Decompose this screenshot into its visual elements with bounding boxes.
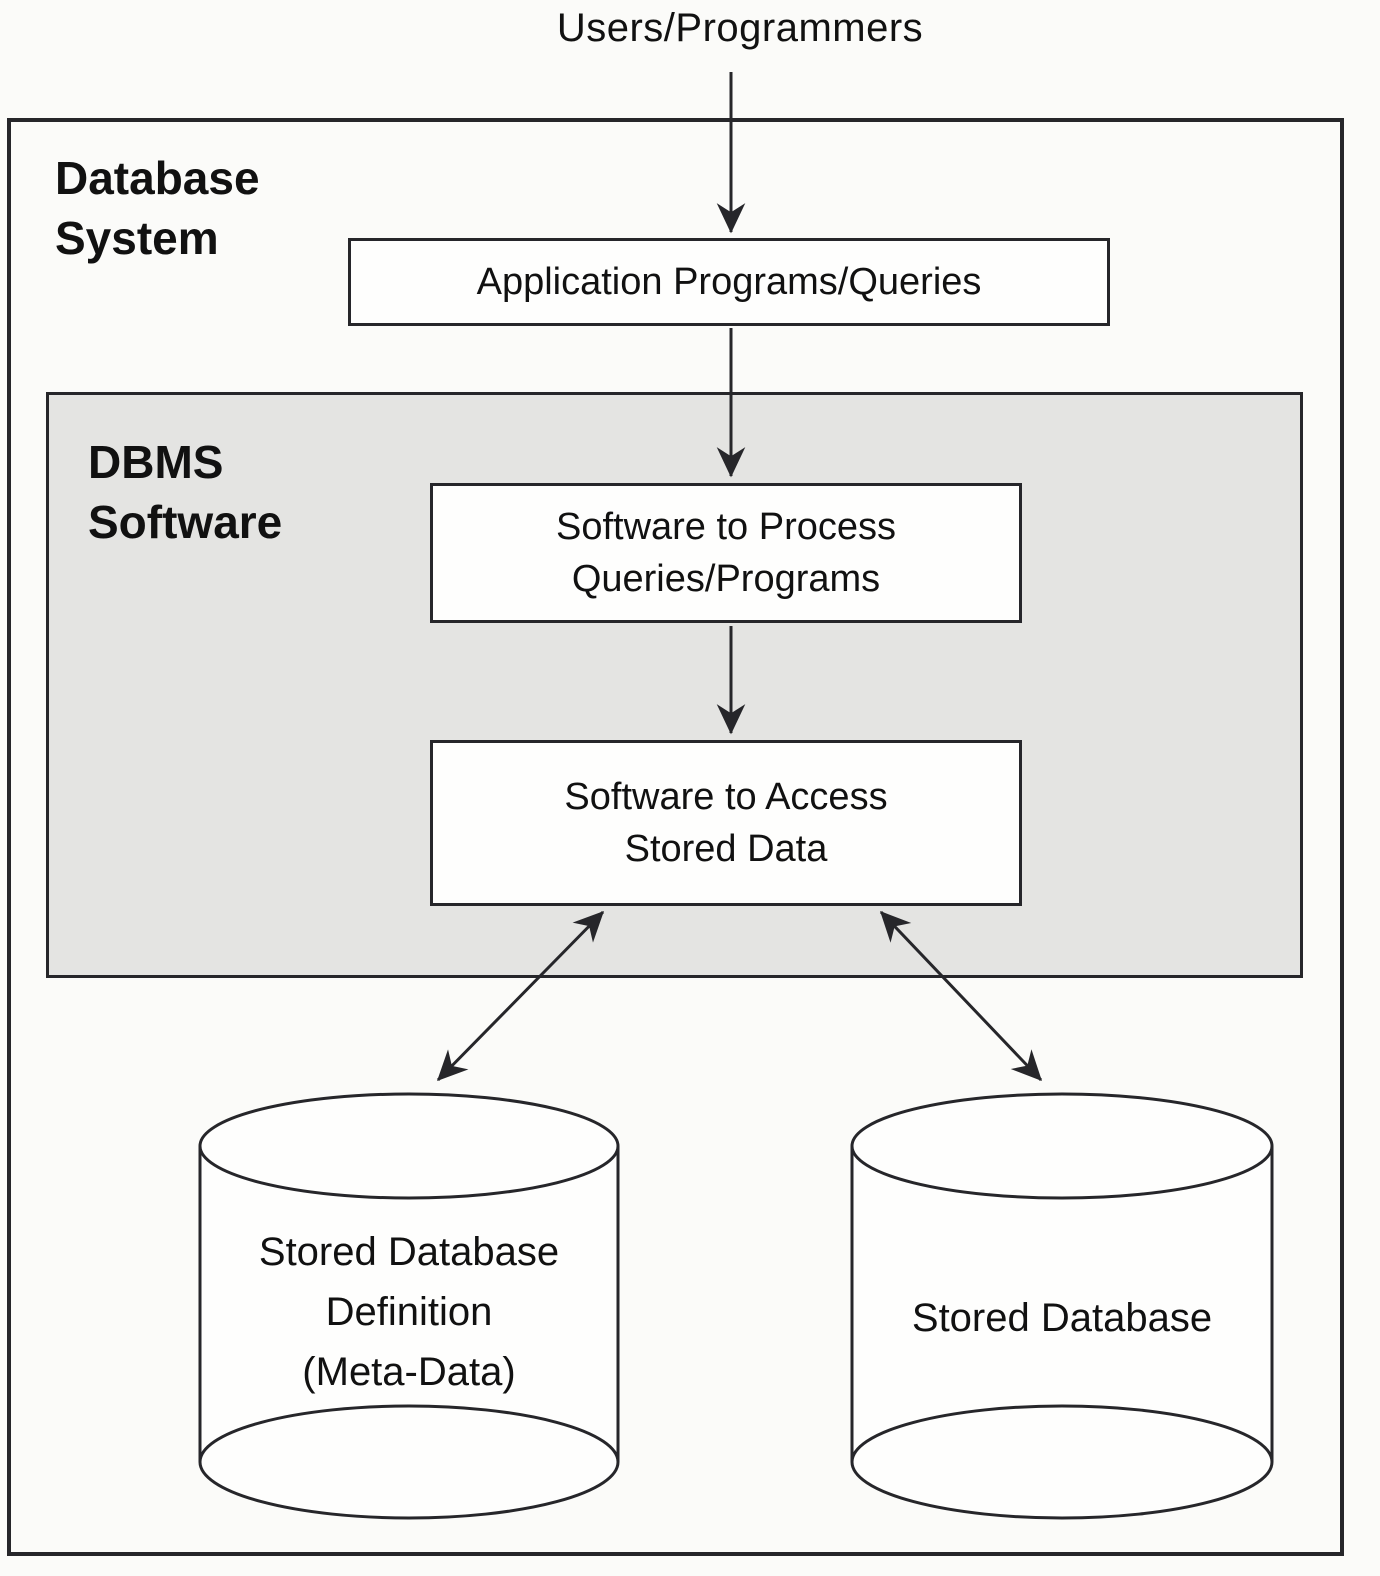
database-system-label: Database System bbox=[55, 148, 260, 268]
dbms-software-label-line1: DBMS bbox=[88, 436, 224, 488]
database-system-label-line1: Database bbox=[55, 152, 260, 204]
software-to-access-label-line2: Stored Data bbox=[624, 828, 828, 870]
metadata-cylinder-label-line2: Definition bbox=[325, 1290, 493, 1334]
stored-database-cylinder-label: Stored Database bbox=[862, 1288, 1262, 1348]
dbms-software-label: DBMS Software bbox=[88, 432, 282, 552]
users-programmers-label: Users/Programmers bbox=[556, 6, 924, 50]
application-programs-label: Application Programs/Queries bbox=[476, 261, 982, 303]
metadata-cylinder-label-line1: Stored Database bbox=[258, 1230, 560, 1274]
software-to-process-label-line1: Software to Process bbox=[555, 506, 897, 548]
metadata-cylinder-label-line3: (Meta-Data) bbox=[302, 1350, 516, 1394]
software-to-access-label-line1: Software to Access bbox=[564, 776, 888, 818]
application-programs-box: Application Programs/Queries bbox=[348, 238, 1110, 326]
stored-database-cylinder-label-line1: Stored Database bbox=[911, 1296, 1213, 1340]
dbms-software-label-line2: Software bbox=[88, 496, 283, 548]
database-system-box bbox=[7, 118, 1344, 1556]
metadata-cylinder-label: Stored Database Definition (Meta-Data) bbox=[209, 1222, 609, 1402]
database-system-label-line2: System bbox=[55, 212, 219, 264]
software-to-access-box: Software to Access Stored Data bbox=[430, 740, 1022, 906]
software-to-process-box: Software to Process Queries/Programs bbox=[430, 483, 1022, 623]
software-to-process-label-line2: Queries/Programs bbox=[571, 558, 881, 600]
